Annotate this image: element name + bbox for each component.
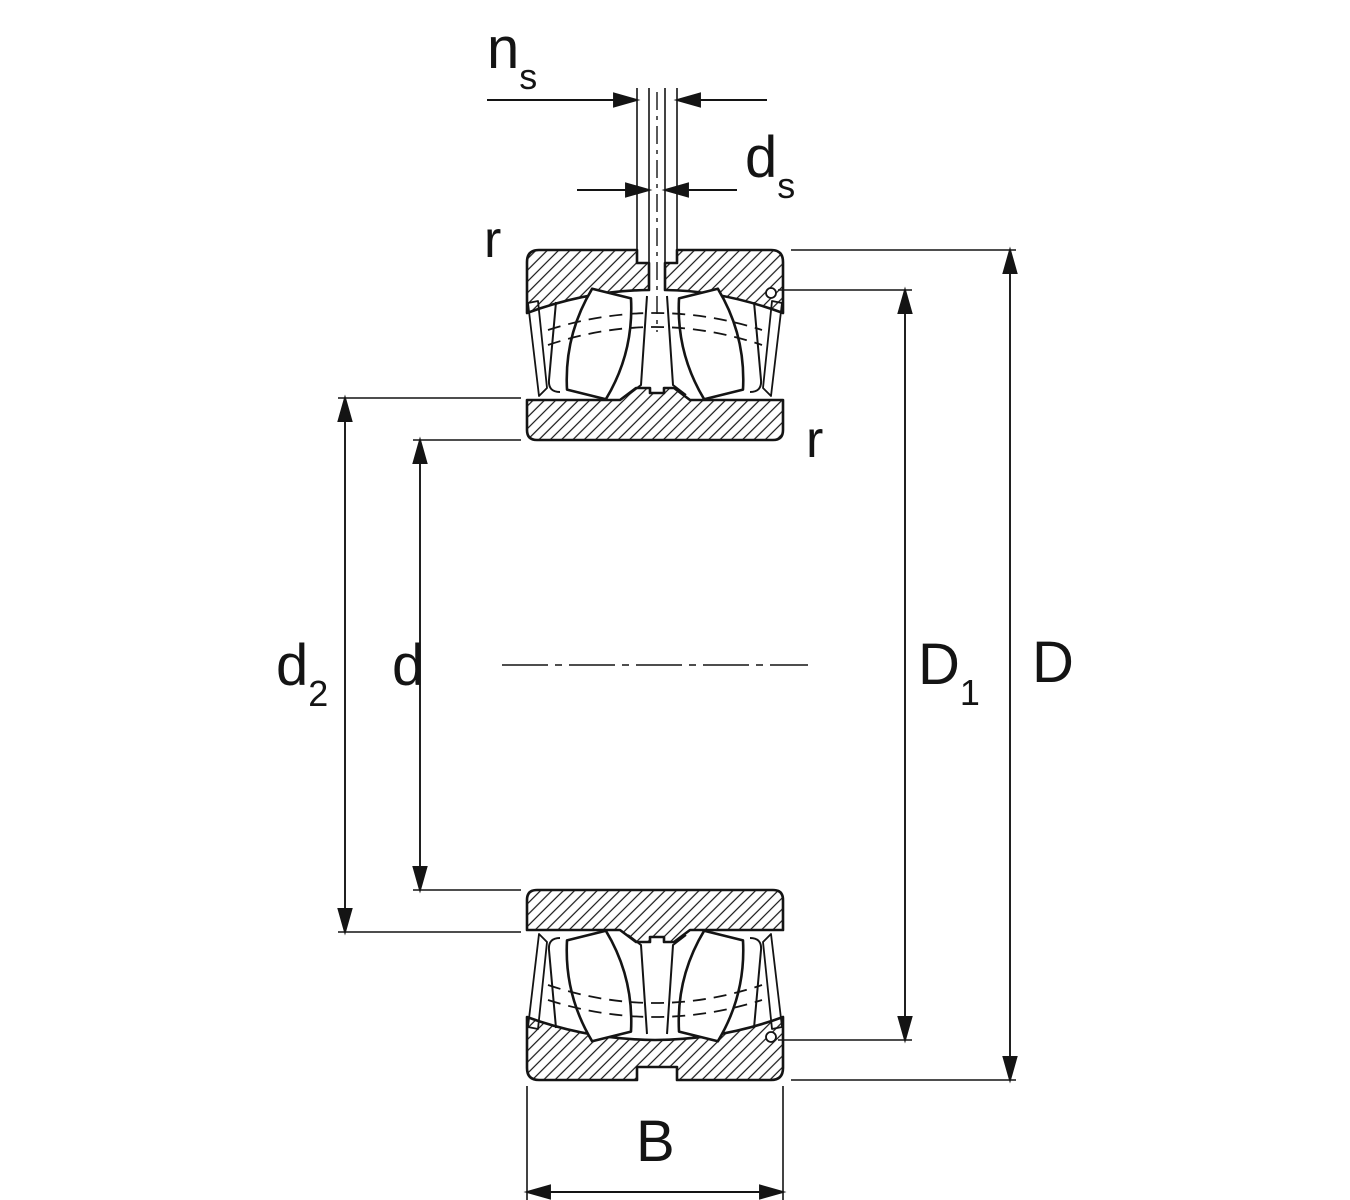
centerlines xyxy=(502,92,808,666)
arrow-D-bottom xyxy=(1002,1056,1018,1084)
roller-top-left xyxy=(565,287,633,401)
cage-hook-top-right xyxy=(749,301,763,393)
label-ds: ds xyxy=(745,125,796,206)
outer-ring-top-right xyxy=(663,248,785,315)
label-D1: D1 xyxy=(918,632,980,713)
cage-hook-top-left xyxy=(547,301,561,393)
dimension-d2 xyxy=(337,394,353,936)
roller-top-right xyxy=(677,287,745,401)
cage-bridge-bottom-left xyxy=(627,934,648,1035)
label-D: D xyxy=(1032,630,1074,695)
raceway-arc-top-1 xyxy=(547,312,763,331)
roller-bottom-left xyxy=(565,929,633,1043)
cage-hook-bottom-left xyxy=(547,937,561,1029)
label-r-inner: r xyxy=(806,411,824,469)
guide-bottom-right xyxy=(762,933,783,1030)
guide-anchor-top-right xyxy=(765,287,777,299)
guide-top-right xyxy=(762,300,783,397)
outer-ring-top xyxy=(525,248,785,315)
dimension-ds xyxy=(577,182,737,198)
inner-ring-bottom-section xyxy=(525,888,785,944)
dimensions xyxy=(337,92,1018,1200)
arrow-d-top xyxy=(412,436,428,464)
outer-ring-bottom-section xyxy=(525,1015,785,1082)
arrow-d2-bottom xyxy=(337,908,353,936)
inner-ring-top-section xyxy=(525,386,785,442)
cage-bridge-top-right xyxy=(666,295,687,396)
guide-anchor-bottom-right xyxy=(765,1031,777,1043)
outer-ring-bottom xyxy=(525,1015,785,1082)
dimension-D xyxy=(1002,246,1018,1084)
raceway-reference-arcs xyxy=(547,312,763,1018)
label-B: B xyxy=(636,1109,675,1174)
arrow-d2-top xyxy=(337,394,353,422)
arrow-D-top xyxy=(1002,246,1018,274)
arrow-B-left xyxy=(523,1184,551,1200)
dimension-d xyxy=(412,436,428,894)
dimension-D1 xyxy=(897,286,913,1044)
raceway-arc-bottom-2 xyxy=(547,984,763,1004)
inner-ring-top xyxy=(525,386,785,442)
arrow-ds-right xyxy=(661,182,689,198)
side-guides xyxy=(527,287,783,1043)
raceway-arc-bottom-1 xyxy=(547,999,763,1018)
raceway-arc-top-2 xyxy=(547,326,763,346)
arrow-d-bottom xyxy=(412,866,428,894)
rollers xyxy=(565,287,745,1043)
label-ns: ns xyxy=(487,16,538,97)
outer-ring-top-left xyxy=(525,248,651,315)
dimension-B xyxy=(523,1184,787,1200)
guide-bottom-left xyxy=(527,933,548,1030)
label-r-outer: r xyxy=(484,211,502,269)
dimension-ns xyxy=(487,92,767,108)
cage-hook-bottom-right xyxy=(749,937,763,1029)
arrow-ns-right xyxy=(673,92,701,108)
cage xyxy=(547,295,763,1035)
arrow-ds-left xyxy=(625,182,653,198)
label-d2: d2 xyxy=(276,633,329,714)
extension-lines xyxy=(338,88,1016,1200)
roller-bottom-right xyxy=(677,929,745,1043)
cage-bridge-top-left xyxy=(627,295,648,396)
inner-ring-bottom xyxy=(525,888,785,944)
cage-bridge-bottom-right xyxy=(666,934,687,1035)
arrow-D1-top xyxy=(897,286,913,314)
guide-top-left xyxy=(527,300,548,397)
arrow-ns-left xyxy=(613,92,641,108)
arrow-B-right xyxy=(759,1184,787,1200)
label-d: d xyxy=(392,633,425,698)
arrow-D1-bottom xyxy=(897,1016,913,1044)
